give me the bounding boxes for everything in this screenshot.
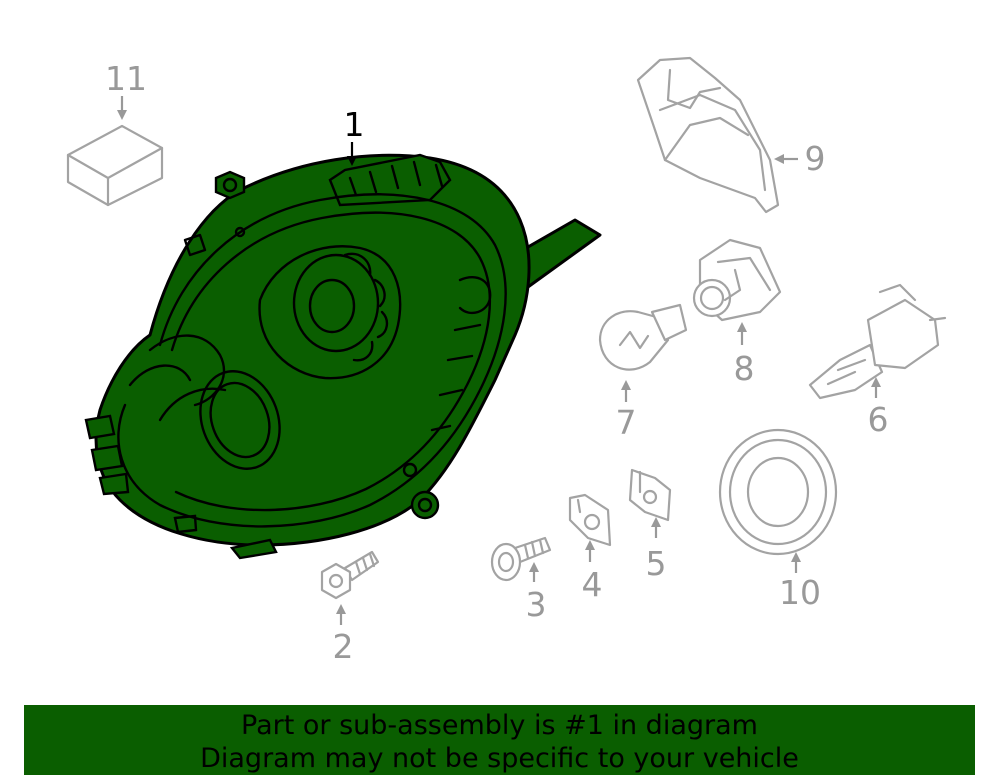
part-2-bolt[interactable] [320,550,380,600]
callout-11: 11 [105,59,147,98]
callout-9: 9 [805,139,826,178]
part-10-seal-ring[interactable] [718,428,838,556]
info-banner: Part or sub-assembly is #1 in diagram Di… [24,705,975,775]
callout-5: 5 [646,544,667,583]
part-7-bulb[interactable] [598,303,688,371]
part-3-bolt[interactable] [490,536,552,582]
part-8-socket[interactable] [692,238,782,322]
callout-7: 7 [616,403,637,442]
callout-10: 10 [779,573,821,612]
banner-line-1: Part or sub-assembly is #1 in diagram [241,710,758,741]
callout-2: 2 [333,627,354,666]
part-4-clip[interactable] [568,493,612,547]
banner-line-2: Diagram may not be specific to your vehi… [200,743,799,774]
callout-3: 3 [526,585,547,624]
callout-8: 8 [734,349,755,388]
part-11-box[interactable] [66,124,164,207]
part-1-headlamp-assembly[interactable] [84,153,602,560]
part-9-cover[interactable] [636,56,780,214]
part-5-clip-nut[interactable] [628,468,672,522]
callout-6: 6 [868,400,889,439]
callout-1: 1 [344,105,365,144]
part-6-halogen-bulb[interactable] [808,283,947,400]
callout-4: 4 [582,565,603,604]
parts-diagram: 1 11 9 8 7 6 [66,56,947,666]
